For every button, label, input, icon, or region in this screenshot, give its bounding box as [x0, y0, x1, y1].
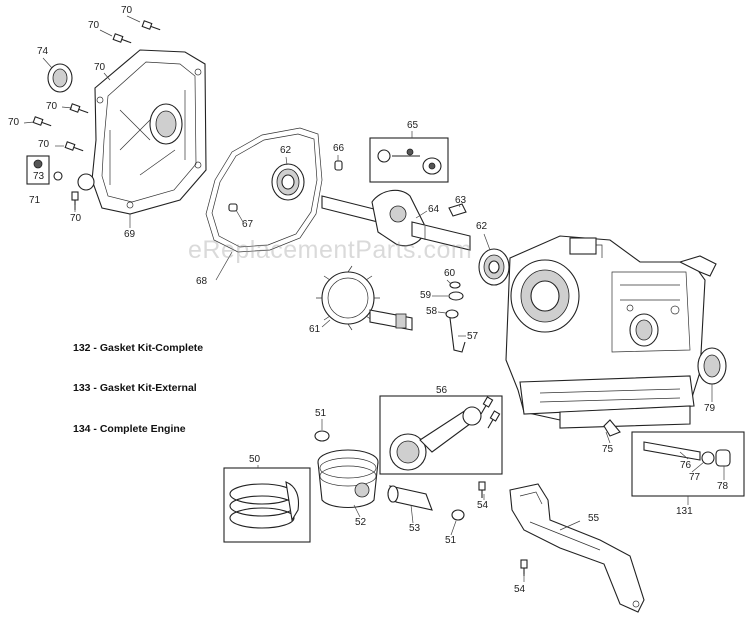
callout-68[interactable]: 68 — [196, 276, 208, 287]
callout-69[interactable]: 69 — [124, 229, 136, 240]
oil-seal-74 — [47, 63, 73, 93]
callout-50[interactable]: 50 — [249, 454, 261, 465]
callout-61[interactable]: 61 — [309, 324, 321, 335]
callout-76[interactable]: 76 — [680, 460, 692, 471]
camshaft-gear-61 — [316, 265, 413, 331]
ring-58 — [445, 309, 459, 319]
callout-70[interactable]: 70 — [8, 117, 20, 128]
oil-seal-79 — [697, 347, 727, 385]
callout-54[interactable]: 54 — [514, 584, 526, 595]
callout-70[interactable]: 70 — [70, 213, 82, 224]
callout-53[interactable]: 53 — [409, 523, 421, 534]
callout-51[interactable]: 51 — [315, 408, 327, 419]
lever-57 — [449, 317, 466, 353]
callout-54[interactable]: 54 — [477, 500, 489, 511]
crankcase-cover-69 — [77, 49, 207, 215]
callout-58[interactable]: 58 — [426, 306, 438, 317]
callout-70[interactable]: 70 — [88, 20, 100, 31]
washer-60 — [449, 281, 461, 289]
callout-79[interactable]: 79 — [704, 403, 716, 414]
callout-75[interactable]: 75 — [602, 444, 614, 455]
callout-70[interactable]: 70 — [38, 139, 50, 150]
sensor-73 — [26, 155, 63, 185]
callout-77[interactable]: 77 — [689, 472, 701, 483]
callout-67[interactable]: 67 — [242, 219, 254, 230]
piston-52 — [317, 449, 379, 509]
crankshaft-64 — [321, 189, 471, 251]
callout-73[interactable]: 73 — [33, 171, 45, 182]
callout-62[interactable]: 62 — [476, 221, 488, 232]
callout-63[interactable]: 63 — [455, 195, 467, 206]
callout-60[interactable]: 60 — [444, 268, 456, 279]
piston-rings-50 — [223, 467, 311, 543]
callout-70[interactable]: 70 — [46, 101, 58, 112]
circlip-51-upper — [314, 430, 330, 442]
callout-70[interactable]: 70 — [94, 62, 106, 73]
dowel-pin-67 — [228, 203, 238, 212]
callout-70[interactable]: 70 — [121, 5, 133, 16]
callout-64[interactable]: 64 — [428, 204, 440, 215]
circlip-51-lower — [451, 509, 465, 521]
callout-51[interactable]: 51 — [445, 535, 457, 546]
piston-pin-53 — [387, 485, 433, 511]
key-63 — [448, 203, 467, 217]
bearing-62-lower — [478, 248, 510, 286]
kit-131 — [631, 431, 745, 497]
callout-55[interactable]: 55 — [588, 513, 600, 524]
watermark: eReplacementParts.com — [188, 236, 473, 264]
callout-74[interactable]: 74 — [37, 46, 49, 57]
bearing-62-upper — [271, 163, 305, 201]
callout-62[interactable]: 62 — [280, 145, 292, 156]
governor-65 — [369, 137, 449, 183]
callout-52[interactable]: 52 — [355, 517, 367, 528]
bolt-54-lower — [520, 559, 528, 576]
callout-78[interactable]: 78 — [717, 481, 729, 492]
callout-56[interactable]: 56 — [436, 385, 448, 396]
engine-block — [505, 235, 717, 437]
kit-legend-gasket-external: 133 - Gasket Kit-External — [73, 382, 197, 394]
dowel-pin-66 — [334, 160, 343, 171]
bracket-55 — [509, 483, 645, 613]
leader-lines — [23, 15, 725, 582]
callout-59[interactable]: 59 — [420, 290, 432, 301]
gasket-68 — [205, 127, 323, 253]
connecting-rod-56 — [379, 395, 503, 475]
callout-65[interactable]: 65 — [407, 120, 419, 131]
callout-131[interactable]: 131 — [676, 506, 693, 517]
bolt-54-upper — [478, 481, 486, 498]
kit-legend-gasket-complete: 132 - Gasket Kit-Complete — [73, 342, 204, 354]
callout-66[interactable]: 66 — [333, 143, 345, 154]
clip-59 — [448, 291, 464, 301]
callout-57[interactable]: 57 — [467, 331, 479, 342]
kit-legend-complete-engine: 134 - Complete Engine — [73, 423, 186, 435]
callout-71[interactable]: 71 — [29, 195, 41, 206]
